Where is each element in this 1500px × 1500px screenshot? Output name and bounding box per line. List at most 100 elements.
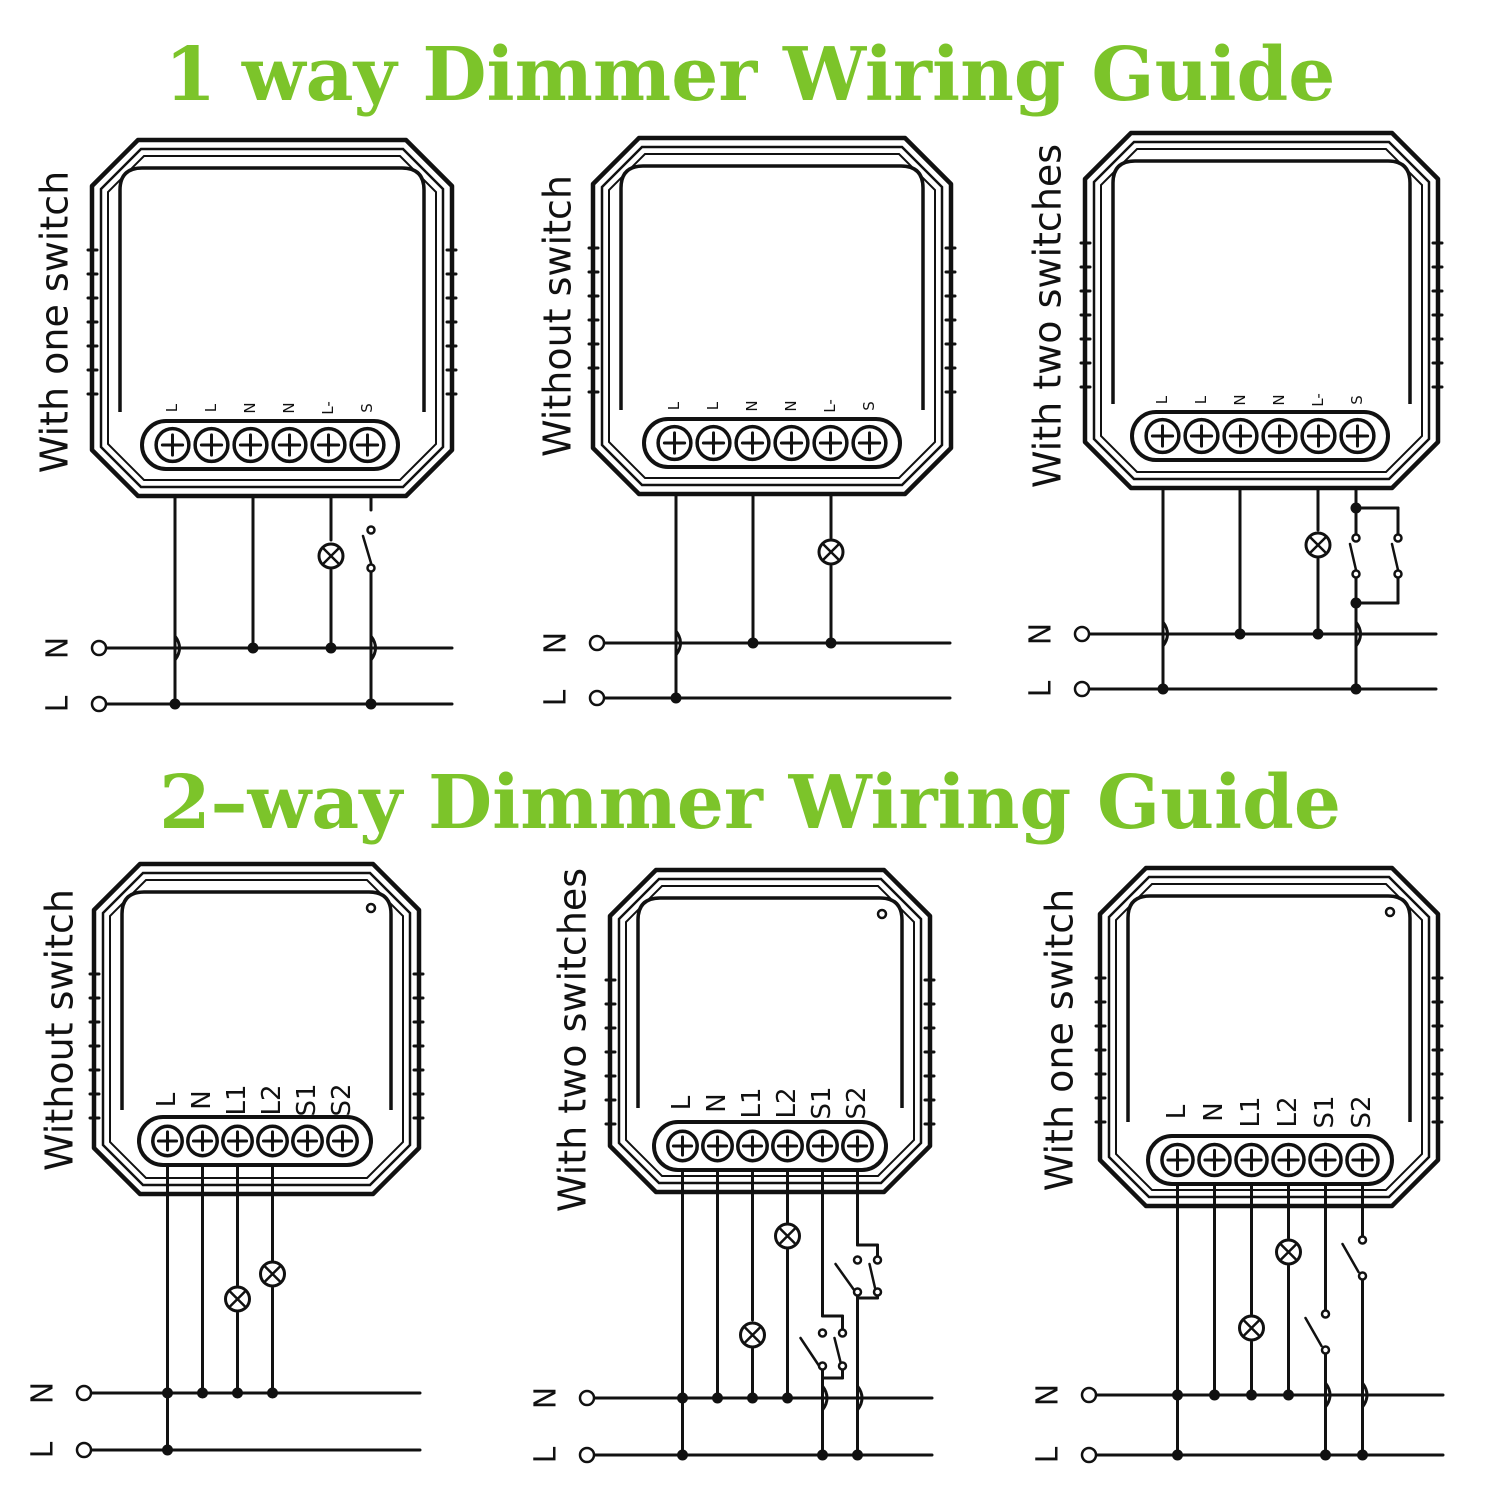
neutral-terminal <box>588 634 606 652</box>
live-terminal <box>1073 680 1091 698</box>
switch-lever-icon <box>868 1262 877 1292</box>
terminal-label: S <box>860 401 878 411</box>
module-bevel <box>600 145 944 487</box>
junction-dot <box>1350 683 1362 695</box>
two-way-guide-title: 2–way Dimmer Wiring Guide <box>159 760 1341 846</box>
terminal-label: L1 <box>1236 1096 1266 1127</box>
junction-dot <box>325 642 337 654</box>
wire-crossover <box>173 635 181 661</box>
live-label: L <box>1031 1446 1066 1463</box>
contact <box>1320 1345 1331 1355</box>
junction-dot <box>825 637 837 649</box>
terminal-label: S1 <box>292 1083 322 1116</box>
lamp-icon-cross <box>1308 535 1328 555</box>
terminal-label: L <box>1192 395 1210 404</box>
module-bevel <box>101 871 412 1187</box>
live-label: L <box>539 689 574 706</box>
live-terminal <box>588 689 606 707</box>
panel-caption: With two switches <box>551 868 595 1212</box>
wire-crossover <box>674 630 682 656</box>
junction-dot <box>817 1449 828 1461</box>
contact <box>1357 1271 1368 1281</box>
junction-dot <box>1234 628 1246 640</box>
terminal-label: N <box>1270 394 1288 405</box>
indicator-led-icon <box>876 908 888 920</box>
terminal-label: L <box>667 1095 697 1110</box>
lamp-icon-cross <box>321 546 341 566</box>
wire-crossover <box>1361 1382 1369 1408</box>
module-face <box>118 166 426 412</box>
junction-dot <box>1320 1449 1331 1461</box>
terminal-label: L1 <box>222 1084 252 1115</box>
live-label: L <box>26 1441 61 1458</box>
terminal-label: S <box>1348 395 1366 405</box>
switch-lever-icon <box>361 534 373 565</box>
module-housing <box>91 861 422 1197</box>
module-housing <box>607 867 933 1195</box>
neutral-terminal <box>1080 1386 1098 1404</box>
contact <box>1357 1235 1368 1245</box>
terminal-label: N <box>187 1090 217 1109</box>
wire-crossover <box>1354 621 1362 647</box>
junction-dot <box>232 1387 243 1399</box>
wire-crossover <box>856 1385 864 1411</box>
panel-caption: With one switch <box>33 171 77 473</box>
terminal-label: S2 <box>1347 1095 1377 1128</box>
contact <box>366 525 376 535</box>
contact <box>852 1255 863 1265</box>
neutral-label: N <box>539 632 574 654</box>
module-face <box>120 890 393 1110</box>
junction-dot <box>169 698 181 710</box>
junction-dot <box>1357 1449 1368 1461</box>
module-bevel <box>617 877 923 1185</box>
module-face <box>1111 159 1412 404</box>
terminal-label: L <box>152 1092 182 1107</box>
junction-dot <box>1312 628 1324 640</box>
lamp-icon-cross <box>262 1264 283 1284</box>
contact <box>1320 1309 1331 1319</box>
terminal-label: N <box>1199 1102 1229 1121</box>
live-terminal <box>1080 1446 1098 1464</box>
switch-lever-icon <box>833 1336 842 1364</box>
contact <box>872 1287 883 1297</box>
junction-dot <box>162 1444 173 1456</box>
indicator-led-icon <box>365 902 377 914</box>
switch-lever-icon <box>1304 1316 1323 1348</box>
junction-dot <box>670 692 682 704</box>
module-bevel <box>1092 140 1431 481</box>
terminal-label: N <box>280 402 298 413</box>
live-terminal <box>90 695 108 713</box>
switch-lever-icon <box>834 1262 857 1294</box>
junction-dot <box>747 1392 758 1404</box>
junction-dot <box>852 1449 863 1461</box>
terminal-label: N <box>702 1093 732 1112</box>
contact <box>1351 533 1361 543</box>
terminal-label: S1 <box>1310 1095 1340 1128</box>
lamp-icon-cross <box>1241 1318 1262 1338</box>
panel-caption: Without switch <box>38 889 82 1171</box>
junction-dot <box>1172 1389 1183 1401</box>
neutral-terminal <box>75 1384 93 1402</box>
terminal-label: L <box>163 403 181 412</box>
neutral-label: N <box>26 1382 61 1404</box>
wire-crossover <box>821 1385 829 1411</box>
contact <box>1351 569 1361 579</box>
junction-dot <box>1283 1389 1294 1401</box>
panel-caption: Without switch <box>536 175 580 457</box>
live-terminal <box>578 1446 596 1464</box>
lamp-icon-cross <box>821 542 841 562</box>
neutral-terminal <box>90 639 108 657</box>
indicator-led-icon <box>1384 906 1396 918</box>
junction-dot <box>1157 683 1169 695</box>
contact <box>366 563 376 573</box>
terminal-label: S <box>358 403 376 413</box>
contact <box>837 1361 848 1371</box>
contact <box>852 1287 863 1297</box>
terminal-label: S2 <box>842 1086 872 1119</box>
contact <box>872 1255 883 1265</box>
terminal-label: L- <box>1309 393 1327 407</box>
